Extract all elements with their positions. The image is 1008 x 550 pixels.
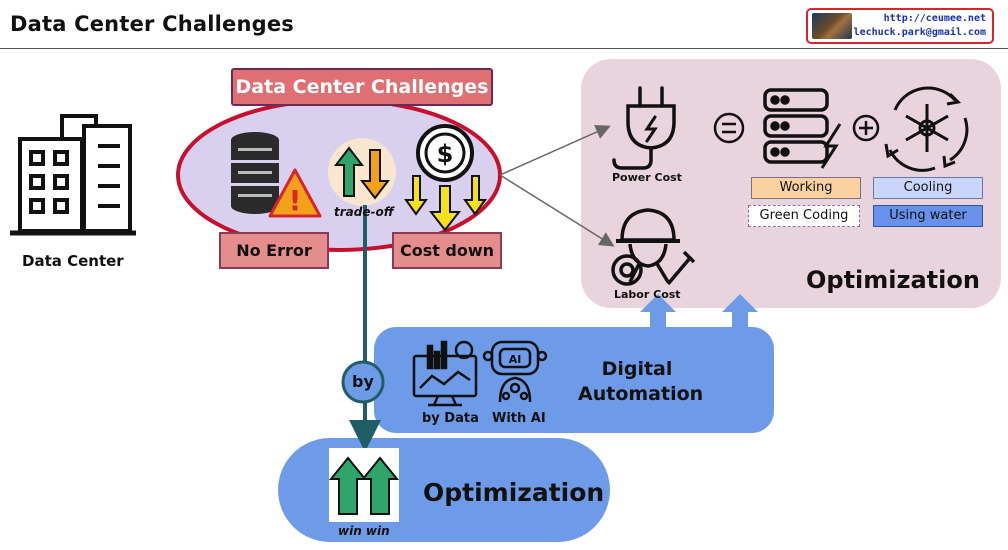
result-optimization-title: Optimization <box>423 478 605 507</box>
plus-icon <box>852 114 880 142</box>
badge-email[interactable]: lechuck.park@gmail.com <box>853 27 986 38</box>
power-cost-label: Power Cost <box>612 171 682 184</box>
data-dashboard-icon <box>412 340 478 407</box>
up-arrow-left <box>640 294 676 327</box>
arrow-to-labor <box>499 174 615 247</box>
svg-text:!: ! <box>289 184 302 217</box>
dollar-down-icon: $ <box>404 124 487 232</box>
author-badge: http://ceumee.net lechuck.park@gmail.com <box>806 8 994 44</box>
using-water-tag: Using water <box>873 205 983 227</box>
arrow-to-power <box>499 125 611 176</box>
labor-cost-label: Labor Cost <box>614 288 681 301</box>
data-center-label: Data Center <box>22 252 124 270</box>
plug-icon <box>612 86 676 170</box>
building-icon <box>10 114 136 236</box>
svg-text:$: $ <box>437 140 454 168</box>
with-ai-label: With AI <box>492 411 546 426</box>
cooling-tag: Cooling <box>873 177 983 199</box>
up-arrow-right <box>722 294 758 327</box>
no-error-label: No Error <box>219 232 329 269</box>
header-divider <box>0 48 1008 49</box>
ai-robot-icon: AI <box>482 340 548 403</box>
by-data-label: by Data <box>422 411 479 426</box>
server-warning-icon: ! <box>231 132 322 218</box>
svg-text:AI: AI <box>509 353 522 366</box>
win-win-label: win win <box>338 524 390 538</box>
cooling-icon <box>884 86 969 172</box>
author-photo <box>812 13 852 39</box>
trade-off-label: trade-off <box>334 205 394 219</box>
cost-down-label: Cost down <box>392 232 502 269</box>
digital-automation-line2: Automation <box>578 383 704 405</box>
challenges-title: Data Center Challenges <box>231 68 493 106</box>
server-power-icon <box>763 88 842 169</box>
working-tag: Working <box>751 177 861 199</box>
optimization-panel-title: Optimization <box>806 266 980 294</box>
digital-automation-line1: Digital <box>601 358 673 380</box>
worker-icon <box>611 208 696 286</box>
page-title: Data Center Challenges <box>10 12 294 36</box>
win-win-arrows-icon <box>328 456 400 515</box>
green-coding-tag: Green Coding <box>748 205 860 227</box>
equals-icon <box>713 112 745 144</box>
by-label: by <box>352 372 374 391</box>
up-down-arrows-icon <box>328 138 396 206</box>
badge-url[interactable]: http://ceumee.net <box>883 13 986 24</box>
digital-automation-title: Digital Automation <box>578 357 704 407</box>
automation-panel <box>374 327 774 433</box>
by-circle <box>341 360 385 404</box>
